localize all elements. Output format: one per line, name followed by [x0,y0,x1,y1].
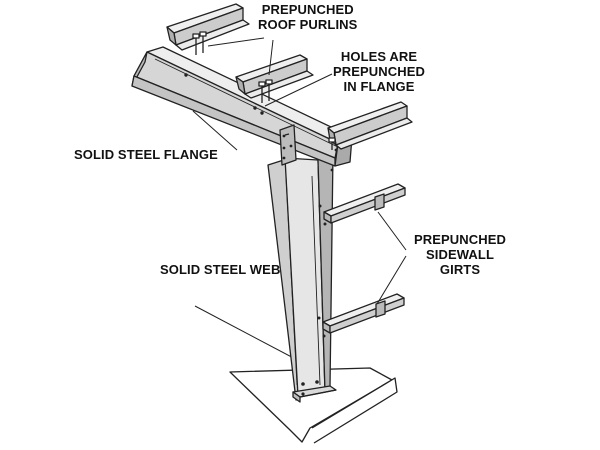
roof-purlin-1 [166,3,250,55]
knee-splice-plate [279,124,338,172]
label-prepunched-roof-purlins: PREPUNCHED ROOF PURLINS [258,2,357,32]
label-holes-prepunched-in-flange: HOLES ARE PREPUNCHED IN FLANGE [333,49,425,94]
rafter-holes [184,73,264,115]
label-prepunched-sidewall-girts: PREPUNCHED SIDEWALL GIRTS [414,232,506,277]
label-line: HOLES ARE [340,49,418,64]
sidewall-girt-lower [322,293,405,334]
concrete-foundation [229,367,398,444]
label-line: ROOF PURLINS [258,17,358,32]
label-line: SIDEWALL [426,247,494,262]
column-base-bolts [301,380,319,396]
roof-purlin-2 [235,54,314,103]
label-line: PREPUNCHED [414,232,507,247]
web-leader-line [194,305,304,364]
label-line: SOLID STEEL WEB [160,262,281,277]
girt-bolts [317,204,327,338]
label-line: IN FLANGE [343,79,415,94]
label-solid-steel-web: SOLID STEEL WEB [160,262,280,277]
label-line: GIRTS [439,262,481,277]
label-solid-steel-flange: SOLID STEEL FLANGE [74,147,218,162]
sidewall-girt-upper [323,183,406,224]
label-line: SOLID STEEL FLANGE [74,147,218,162]
label-line: PREPUNCHED [261,2,354,17]
label-line: PREPUNCHED [333,64,426,79]
steel-column [267,151,337,403]
leader-lines [192,37,407,305]
roof-purlin-3 [327,101,413,150]
